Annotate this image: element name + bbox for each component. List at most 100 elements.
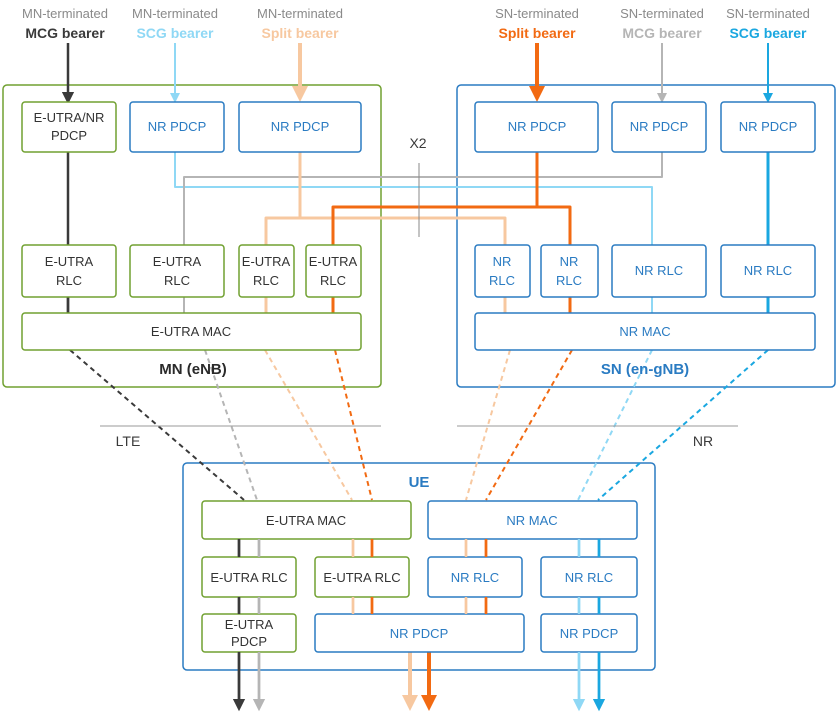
nr-label: NR <box>693 433 713 449</box>
sn-split-line-lte <box>331 205 537 245</box>
box-label: NR PDCP <box>739 119 798 134</box>
sn-nr-rlc-box-1: NR RLC <box>474 244 531 298</box>
box-label: NR PDCP <box>148 119 207 134</box>
bearer-label-line2: SCG bearer <box>729 25 807 41</box>
box-label-line1: E-UTRA <box>309 254 358 269</box>
ue-container <box>182 462 656 671</box>
box-label: NR MAC <box>619 324 670 339</box>
air-link-split-lte-orange <box>334 349 373 501</box>
box-label-line2: RLC <box>556 273 582 288</box>
box-label-line1: E-UTRA/NR <box>34 110 105 125</box>
box-label: NR PDCP <box>630 119 689 134</box>
bearer-label-line2: Split bearer <box>498 25 576 41</box>
bearer-label-line1: MN-terminated <box>22 6 108 21</box>
air-link-scg-lightblue <box>577 349 653 501</box>
box-label-line1: E-UTRA <box>225 617 274 632</box>
box-label-line2: PDCP <box>231 634 267 649</box>
bearer-label-line2: MCG bearer <box>25 25 105 41</box>
bearer-label-line1: SN-terminated <box>620 6 704 21</box>
x2-label: X2 <box>409 135 426 151</box>
mn-eutra-rlc-box-4: E-UTRA RLC <box>305 244 362 298</box>
box-label-line2: PDCP <box>51 128 87 143</box>
sn-nr-rlc-box-3: NR RLC <box>611 244 707 298</box>
bearer-label-line1: MN-terminated <box>257 6 343 21</box>
bearer-label-line2: MCG bearer <box>622 25 702 41</box>
sn-nr-mac-box: NR MAC <box>474 312 816 351</box>
box-label-line2: RLC <box>253 273 279 288</box>
bearer-label-sn-split: SN-terminated Split bearer <box>495 6 579 41</box>
air-link-split-nr-light <box>465 349 511 501</box>
box-label: NR PDCP <box>560 626 619 641</box>
box-label: E-UTRA RLC <box>323 570 400 585</box>
box-label: NR RLC <box>744 263 792 278</box>
bearer-label-mn-scg: MN-terminated SCG bearer <box>132 6 218 41</box>
mn-enb-container <box>2 84 382 388</box>
box-label-line2: RLC <box>320 273 346 288</box>
box-label-line1: E-UTRA <box>153 254 202 269</box>
box-label: NR RLC <box>451 570 499 585</box>
sn-split-line-nr <box>535 152 572 245</box>
box-label-line2: RLC <box>489 273 515 288</box>
box-label: E-UTRA MAC <box>266 513 346 528</box>
box-label-line1: NR <box>493 254 512 269</box>
mn-nr-pdcp-split-box: NR PDCP <box>238 101 362 153</box>
mn-scg-x2-line <box>174 152 653 245</box>
ue-through-lines <box>237 539 601 700</box>
box-label: E-UTRA RLC <box>210 570 287 585</box>
box-label: NR RLC <box>635 263 683 278</box>
box-label: NR PDCP <box>390 626 449 641</box>
sn-mcg-x2-line <box>183 152 663 245</box>
box-label: NR PDCP <box>508 119 567 134</box>
sn-nr-pdcp-mcg-box: NR PDCP <box>611 101 707 153</box>
mn-eutra-rlc-box-3: E-UTRA RLC <box>238 244 295 298</box>
air-link-split-nr-orange <box>485 349 573 501</box>
box-label: NR PDCP <box>271 119 330 134</box>
sn-nr-rlc-box-2: NR RLC <box>540 244 599 298</box>
box-label-line1: NR <box>560 254 579 269</box>
mn-eutra-rlc-box-2: E-UTRA RLC <box>129 244 225 298</box>
ue-eutra-rlc-box-1: E-UTRA RLC <box>201 556 297 598</box>
sn-en-gnb-label: SN (en-gNB) <box>601 361 689 378</box>
ue-nr-pdcp-scg-box: NR PDCP <box>540 613 638 653</box>
box-label-line2: RLC <box>56 273 82 288</box>
box-label: NR RLC <box>565 570 613 585</box>
lte-label: LTE <box>116 433 141 449</box>
air-link-scg-cyan <box>597 349 769 501</box>
bearer-label-sn-scg: SN-terminated SCG bearer <box>726 6 810 41</box>
bearer-label-line2: Split bearer <box>261 25 339 41</box>
mn-nr-pdcp-scg-box: NR PDCP <box>129 101 225 153</box>
mn-split-line-nr <box>300 216 507 245</box>
sn-en-gnb-container <box>456 84 836 388</box>
bearer-label-line2: SCG bearer <box>136 25 214 41</box>
ue-label: UE <box>409 474 430 491</box>
sn-nr-pdcp-scg-box: NR PDCP <box>720 101 816 153</box>
mn-eutra-nr-pdcp-box: E-UTRA/NR PDCP <box>21 101 117 153</box>
bearer-label-sn-mcg: SN-terminated MCG bearer <box>620 6 704 41</box>
box-label: E-UTRA MAC <box>151 324 231 339</box>
ue-eutra-rlc-box-2: E-UTRA RLC <box>314 556 410 598</box>
mn-eutra-mac-box: E-UTRA MAC <box>21 312 362 351</box>
box-label: NR MAC <box>506 513 557 528</box>
ue-nr-rlc-box-1: NR RLC <box>427 556 523 598</box>
bearer-label-line1: MN-terminated <box>132 6 218 21</box>
bearer-label-line1: SN-terminated <box>726 6 810 21</box>
bearer-label-mn-split: MN-terminated Split bearer <box>257 6 343 41</box>
ue-nr-mac-box: NR MAC <box>427 500 638 540</box>
mn-enb-label: MN (eNB) <box>159 361 227 378</box>
mn-split-line-lte <box>264 152 302 245</box>
box-label-line2: RLC <box>164 273 190 288</box>
box-label-line1: E-UTRA <box>242 254 291 269</box>
ue-eutra-mac-box: E-UTRA MAC <box>201 500 412 540</box>
sn-nr-pdcp-split-box: NR PDCP <box>474 101 599 153</box>
ue-nr-rlc-box-2: NR RLC <box>540 556 638 598</box>
mn-eutra-rlc-box-1: E-UTRA RLC <box>21 244 117 298</box>
air-link-mcg-black <box>69 349 245 501</box>
bearer-label-mn-mcg: MN-terminated MCG bearer <box>22 6 108 41</box>
air-link-split-lte-light <box>264 349 353 501</box>
bearer-label-line1: SN-terminated <box>495 6 579 21</box>
box-label-line1: E-UTRA <box>45 254 94 269</box>
ue-nr-pdcp-split-box: NR PDCP <box>314 613 525 653</box>
sn-nr-rlc-box-4: NR RLC <box>720 244 816 298</box>
ue-eutra-pdcp-box: E-UTRA PDCP <box>201 613 297 653</box>
